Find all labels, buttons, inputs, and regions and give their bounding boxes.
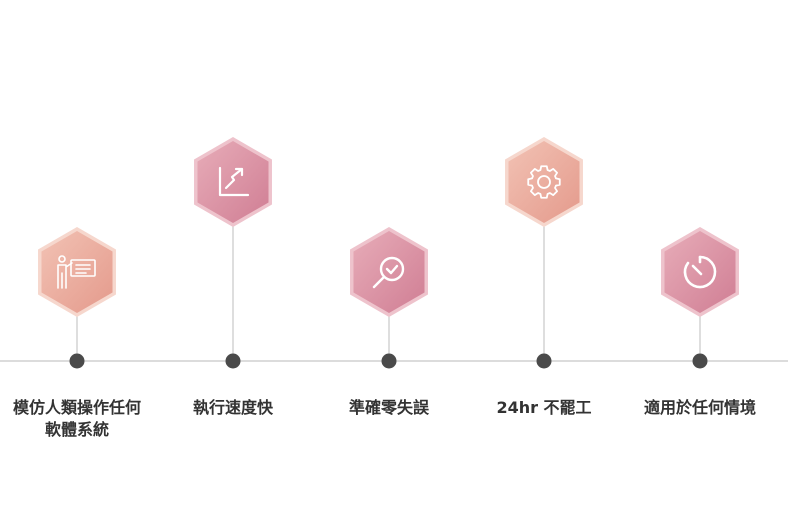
magnifier-check-icon bbox=[372, 256, 405, 289]
timeline-step bbox=[350, 227, 428, 369]
presenter-board-icon bbox=[57, 255, 96, 289]
timer-icon bbox=[683, 255, 717, 289]
timeline-steps bbox=[38, 137, 739, 369]
timeline-step bbox=[661, 227, 739, 369]
timeline-dot bbox=[381, 353, 397, 369]
timeline-dot bbox=[692, 353, 708, 369]
timeline-step bbox=[194, 137, 272, 369]
step-label: 24hr 不罷工 bbox=[496, 398, 592, 417]
gear-icon bbox=[527, 165, 561, 199]
timeline-dot bbox=[536, 353, 552, 369]
trend-chart-icon bbox=[218, 166, 250, 197]
step-label: 執行速度快 bbox=[192, 398, 273, 417]
timeline-step bbox=[505, 137, 583, 369]
hexagon-badge bbox=[41, 231, 113, 313]
step-label: 模仿人類操作任何軟體系統 bbox=[12, 398, 141, 439]
step-label: 準確零失誤 bbox=[348, 398, 429, 417]
hexagon-badge bbox=[508, 141, 580, 223]
timeline-step bbox=[38, 227, 116, 369]
timeline-dot bbox=[69, 353, 85, 369]
step-label: 適用於任何情境 bbox=[643, 398, 756, 417]
timeline-dot bbox=[225, 353, 241, 369]
